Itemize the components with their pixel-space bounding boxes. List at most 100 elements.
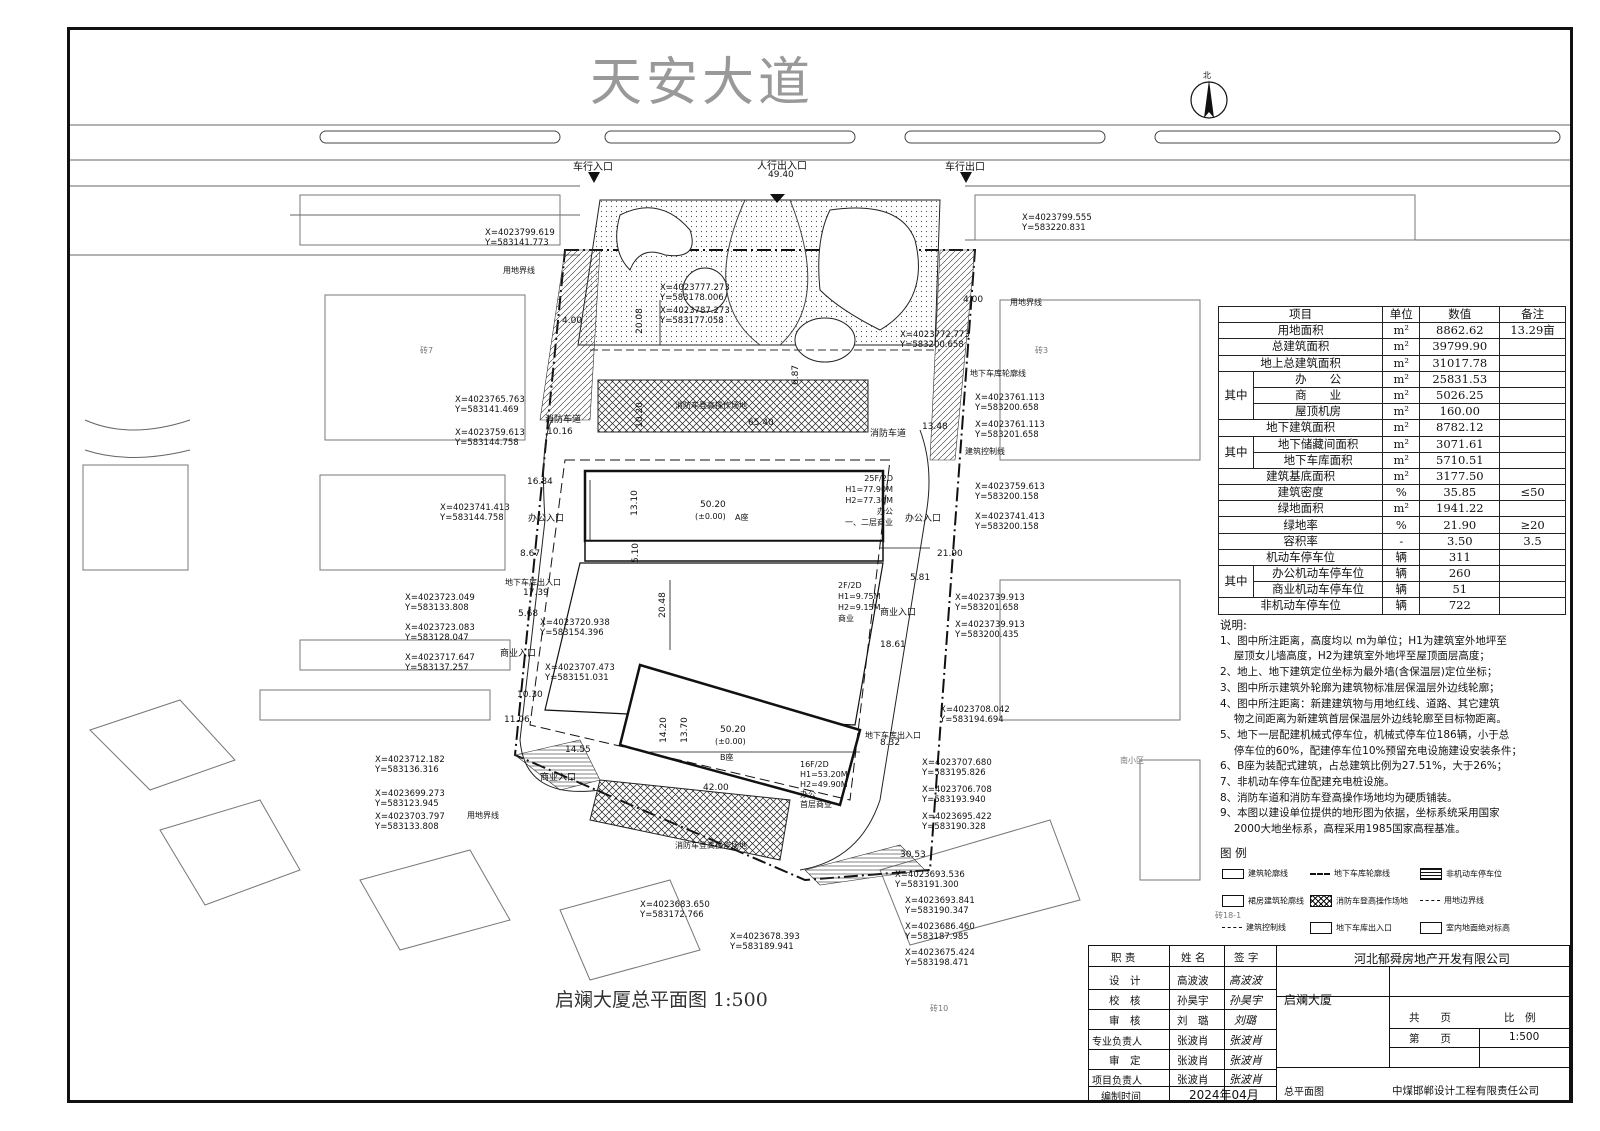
legend-item: 室内地面绝对标高 [1420, 922, 1510, 934]
value-cell: 311 [1419, 548, 1501, 567]
legend-heading: 图 例 [1220, 846, 1247, 860]
notes-heading: 说明: [1220, 618, 1247, 632]
unit-cell: m² [1382, 370, 1421, 388]
dimension-label: 13.70 [679, 717, 690, 743]
note-line: 1、图中所注距离，高度均以 m为单位；H1为建筑室外地坪至 [1220, 634, 1507, 647]
building-a-info: 25F/2D H1=77.90M H2=77.30M 办公 一、二层商业 [845, 474, 893, 527]
vehicle-entry-label: 车行入口 [573, 162, 613, 173]
note-line: 2、地上、地下建筑定位坐标为最外墙(含保温层)定位坐标； [1220, 666, 1498, 679]
company-name: 河北郁舜房地产开发有限公司 [1354, 952, 1511, 966]
note-cell [1499, 548, 1566, 567]
dimension-label: 4.00 [963, 295, 984, 305]
note-cell [1499, 597, 1566, 615]
unit-cell: % [1382, 484, 1421, 502]
signature: 刘璐 [1234, 1014, 1256, 1027]
dimension-label: 21.90 [937, 549, 963, 559]
name: 孙昊宇 [1177, 995, 1209, 1007]
scale-value: 1:500 [1509, 1031, 1540, 1043]
bg-label: 南小区 [1120, 756, 1144, 765]
control-line-swatch [1222, 927, 1242, 928]
note-line: 屋顶女儿墙高度，H2为建筑室外地坪至屋顶面层高度； [1220, 650, 1490, 663]
note-cell [1499, 581, 1566, 599]
value-cell: 1941.22 [1419, 500, 1501, 518]
note-line: 7、非机动车停车位配建充电桩设施。 [1220, 776, 1395, 789]
table-header-cell: 项目 [1217, 305, 1384, 324]
item-cell: 容积率 [1217, 532, 1384, 550]
unit-cell: m² [1382, 467, 1421, 486]
table-header-row: 项目单位数值备注 [1217, 305, 1566, 324]
north-plaza [577, 199, 941, 363]
dimension-label: 8.32 [880, 738, 901, 748]
commercial-entry-label-3: 商业入口 [540, 773, 577, 783]
dimension-label: 10.16 [547, 427, 573, 437]
dimension-label: 20.48 [657, 592, 668, 618]
note-cell [1499, 338, 1566, 356]
value-cell: 31017.78 [1419, 354, 1501, 372]
name: 张波肖 [1177, 1035, 1209, 1047]
dimension-label: 5.10 [631, 542, 642, 564]
date-label: 编制时间 [1101, 1092, 1141, 1103]
commercial-entry-label: 商业入口 [500, 649, 537, 659]
value-cell: 3177.50 [1419, 467, 1501, 486]
notes: 说明: 1、图中所注距离，高度均以 m为单位；H1为建筑室外地坪至 屋顶女儿墙高… [1220, 618, 1572, 838]
drawing-name: 总平面图 [1284, 1087, 1324, 1098]
item-cell: 机动车停车位 [1217, 548, 1384, 567]
signature: 张波肖 [1229, 1054, 1262, 1067]
podium-outline [544, 562, 884, 726]
fire-platform-swatch [1310, 895, 1332, 907]
bg-label: 砖18-1 [1215, 911, 1242, 920]
dimension-label: 16.84 [527, 477, 553, 487]
note-cell [1499, 403, 1566, 421]
value-cell: 35.85 [1419, 484, 1501, 502]
vehicle-exit-label: 车行出口 [945, 162, 985, 173]
role: 专业负责人 [1092, 1037, 1142, 1048]
fire-platform-label-2: 消防车登高操作场地 [675, 841, 747, 850]
bg-label: 砖10 [930, 1004, 949, 1013]
item-cell: 建筑密度 [1217, 484, 1384, 502]
hatched-paving [514, 249, 976, 886]
item-cell: 商 业 [1252, 386, 1384, 405]
dimension-label: 20.08 [634, 308, 645, 334]
note-cell: 13.29亩 [1499, 322, 1566, 340]
role: 审 定 [1109, 1055, 1141, 1067]
unit-cell: m² [1382, 354, 1421, 372]
scale-label: 比 例 [1504, 1012, 1536, 1024]
building-b-zero: (±0.00) [715, 737, 746, 746]
value-cell: 8782.12 [1419, 419, 1501, 437]
signature: 张波肖 [1229, 1034, 1262, 1047]
plan-title: 启斓大厦总平面图 1:500 [555, 989, 768, 1011]
item-cell: 用地面积 [1217, 322, 1384, 340]
pedestrian-elevation: 49.40 [768, 170, 794, 180]
name: 高波波 [1177, 975, 1209, 987]
legend-item: 裙房建筑轮廓线 [1222, 895, 1304, 907]
note-cell [1499, 467, 1566, 486]
value-cell: 160.00 [1419, 403, 1501, 421]
group-cell: 其中 [1218, 435, 1254, 469]
dimension-label: 65.40 [748, 418, 774, 428]
garage-line-swatch [1310, 872, 1330, 875]
signature: 张波肖 [1229, 1073, 1262, 1086]
podium-info: 2F/2D H1=9.75M H2=9.15M 商业 [838, 581, 881, 623]
dimension-label: 13.10 [629, 490, 640, 516]
background-arc [84, 419, 191, 458]
name: 张波肖 [1177, 1074, 1209, 1086]
name: 刘 璐 [1177, 1015, 1209, 1027]
legend-item: 非机动车停车位 [1420, 868, 1502, 880]
note-line: 4、图中所注距离：新建建筑物与用地红线、道路、其它建筑 [1220, 697, 1500, 710]
